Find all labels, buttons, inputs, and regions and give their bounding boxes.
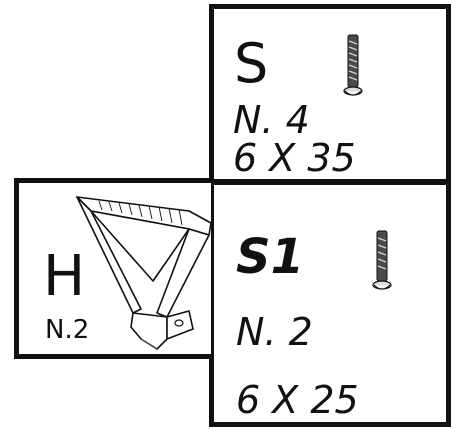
part-quantity: N. 4 bbox=[233, 101, 310, 139]
part-letter: S bbox=[234, 37, 268, 91]
part-size: 6 X 25 bbox=[236, 381, 359, 419]
bracket-leg-icon bbox=[71, 189, 215, 355]
screw-icon bbox=[370, 229, 394, 293]
part-size: 6 X 35 bbox=[233, 139, 356, 177]
part-label: S1 bbox=[236, 233, 304, 281]
part-panel-s1: S1 N. 2 6 X 25 bbox=[209, 180, 451, 427]
part-panel-h: H N.2 bbox=[14, 178, 213, 359]
part-panel-s: S N. 4 6 X 35 bbox=[209, 4, 451, 184]
part-quantity: N. 2 bbox=[236, 313, 313, 351]
screw-icon bbox=[341, 33, 365, 99]
